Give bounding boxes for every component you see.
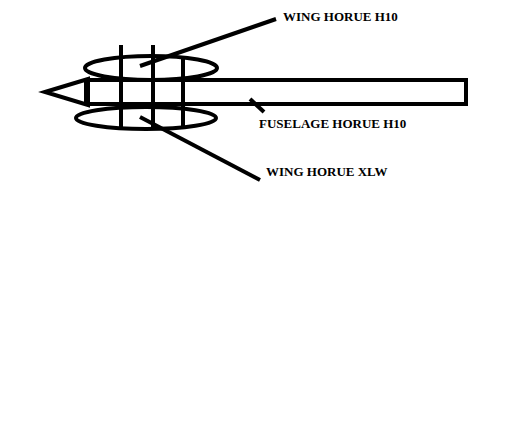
leader-line — [250, 99, 264, 112]
nose-cone — [45, 79, 88, 105]
wing-strut — [181, 58, 185, 128]
wing-strut — [151, 45, 155, 130]
callout-label: WING HORUE XLW — [265, 164, 389, 179]
callout-label: FUSELAGE HORUE H10 — [258, 116, 407, 131]
callout-label: WING HORUE H10 — [282, 9, 399, 24]
fuselage — [86, 80, 466, 104]
wing-strut — [119, 45, 123, 130]
leader-line — [140, 19, 276, 66]
leader-line — [140, 117, 260, 180]
